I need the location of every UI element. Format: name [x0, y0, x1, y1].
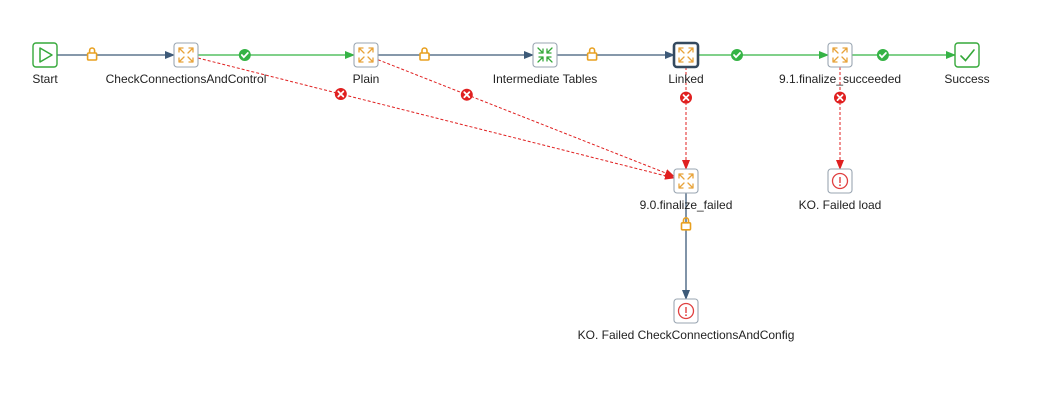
node-label-linked: Linked — [668, 72, 704, 86]
node-fin_fail[interactable] — [673, 168, 699, 194]
hop-check-to-fin_fail[interactable] — [197, 57, 675, 180]
node-success[interactable] — [954, 42, 980, 68]
check-icon — [960, 49, 975, 62]
node-ko_load[interactable] — [827, 168, 853, 194]
abort-icon — [831, 172, 849, 190]
lock-icon — [86, 47, 98, 61]
transform-icon — [678, 173, 694, 189]
abort-icon — [677, 302, 695, 320]
transform-icon — [178, 47, 194, 63]
node-label-fin_fail: 9.0.finalize_failed — [639, 198, 733, 212]
node-label-plain: Plain — [352, 72, 380, 86]
node-label-ko_load: KO. Failed load — [798, 198, 882, 212]
success-check-icon — [731, 49, 743, 61]
hop-plain-to-fin_fail[interactable] — [377, 59, 675, 177]
node-label-intermediate: Intermediate Tables — [492, 72, 598, 86]
failure-x-icon — [334, 88, 347, 101]
node-label-ko_check: KO. Failed CheckConnectionsAndConfig — [577, 328, 795, 342]
transform-icon — [358, 47, 374, 63]
hop-badges-layer — [86, 47, 889, 231]
lock-icon — [586, 47, 598, 61]
node-fin_succ[interactable] — [827, 42, 853, 68]
failure-x-icon — [834, 91, 846, 104]
nodes-layer — [32, 41, 980, 324]
node-intermediate[interactable] — [532, 42, 558, 68]
node-plain[interactable] — [353, 42, 379, 68]
node-ko_check[interactable] — [673, 298, 699, 324]
success-check-icon — [876, 49, 889, 61]
node-check[interactable] — [173, 42, 199, 68]
hops-layer — [57, 51, 956, 300]
node-label-fin_succ: 9.1.finalize_succeeded — [778, 72, 902, 86]
lock-icon — [680, 217, 692, 231]
node-label-success: Success — [944, 72, 990, 86]
node-label-check: CheckConnectionsAndControl — [105, 72, 267, 86]
play-icon — [39, 47, 53, 63]
failure-x-icon — [460, 88, 473, 101]
success-check-icon — [238, 49, 251, 61]
merge-icon — [537, 47, 553, 63]
node-start[interactable] — [32, 42, 58, 68]
node-linked[interactable] — [672, 41, 700, 69]
lock-icon — [419, 47, 430, 61]
transform-icon — [832, 47, 848, 63]
node-label-start: Start — [32, 72, 58, 86]
transform-icon — [678, 47, 694, 63]
failure-x-icon — [680, 91, 692, 104]
